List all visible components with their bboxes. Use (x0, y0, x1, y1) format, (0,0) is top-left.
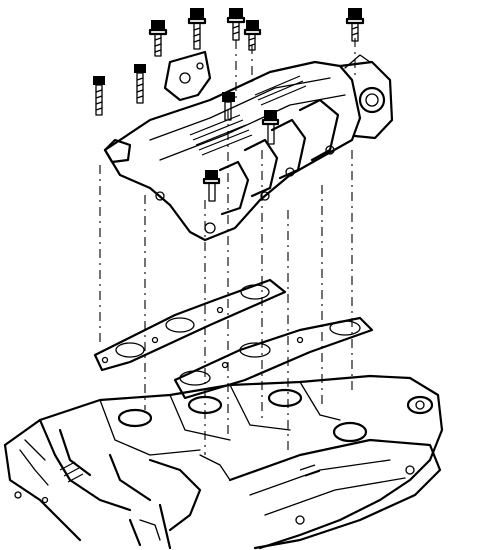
mounting-bracket (163, 50, 212, 102)
bolt-6 (243, 20, 262, 51)
gasket-set (93, 278, 374, 400)
bolt-9 (261, 110, 280, 145)
gasket-left (93, 278, 287, 372)
bolt-10 (202, 170, 221, 202)
upper-intake-manifold (103, 54, 394, 242)
bolt-set (93, 8, 365, 202)
bolt-5 (226, 8, 246, 41)
lower-engine-block (3, 374, 444, 550)
bolt-2 (134, 64, 146, 104)
bolt-4 (187, 8, 207, 50)
bolt-7 (345, 8, 365, 42)
bolt-1 (93, 76, 105, 116)
gasket-right (173, 316, 374, 400)
plenum-texture (189, 75, 307, 156)
bolt-3 (148, 20, 168, 57)
